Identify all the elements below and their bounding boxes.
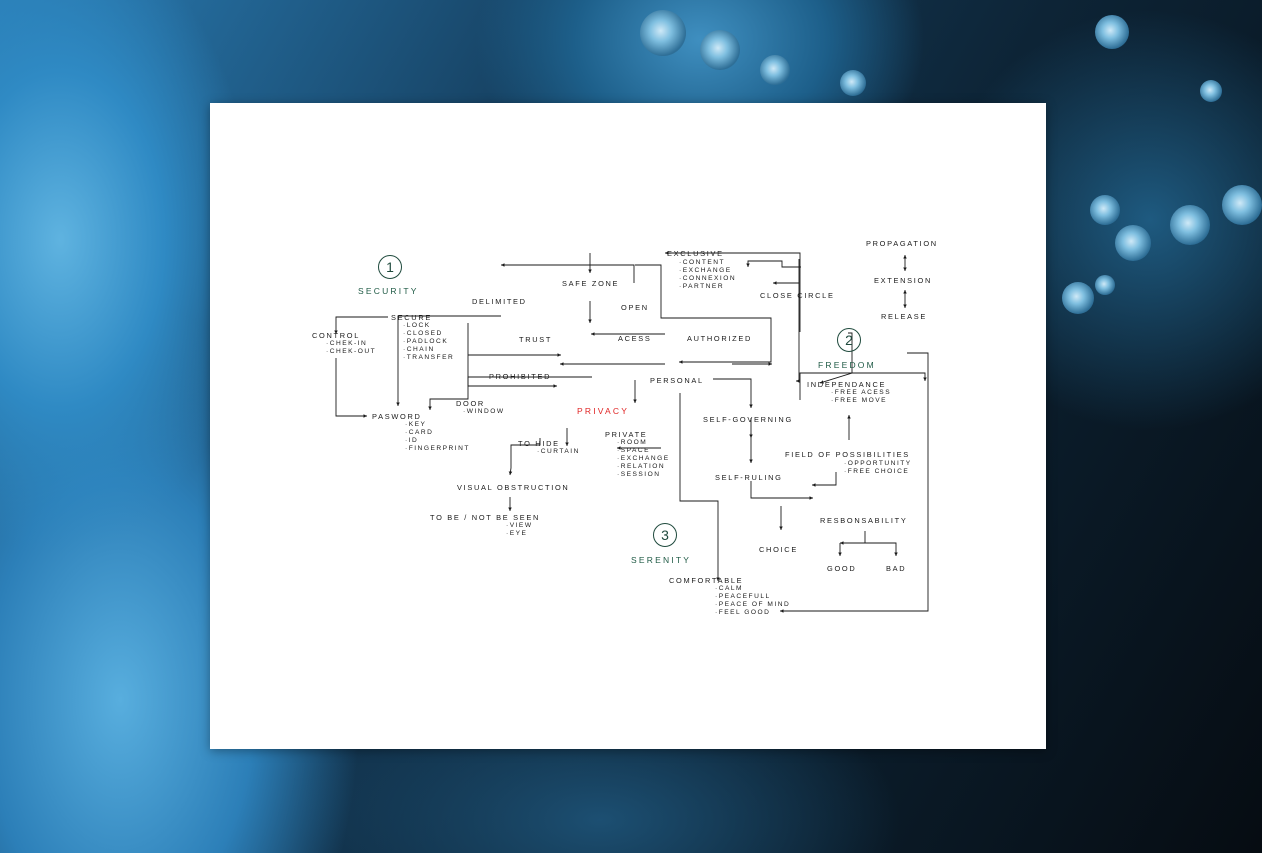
privacy-label: PRIVACY <box>577 406 630 416</box>
background-bubble <box>1115 225 1151 261</box>
node-field-of-possibilities: FIELD OF POSSIBILITIES <box>785 450 910 459</box>
node-acess: ACESS <box>618 334 652 343</box>
node-bad: BAD <box>886 564 907 573</box>
arrows <box>334 251 929 613</box>
node-exclusive-sub: ·CONTENT ·EXCHANGE ·CONNEXION ·PARTNER <box>679 259 737 290</box>
freedom-label: FREEDOM <box>818 360 876 370</box>
node-personal: PERSONAL <box>650 376 704 385</box>
background-bubble <box>1222 185 1262 225</box>
diagram-sheet: 1 SECURITY 2 FREEDOM 3 SERENITY PRIVACY … <box>210 103 1046 749</box>
node-prohibited: PROHIBITED <box>489 372 552 381</box>
background-bubble <box>640 10 686 56</box>
node-responsability: RESBONSABILITY <box>820 516 908 525</box>
node-comfortable: COMFORTABLE <box>669 576 744 585</box>
node-extension: EXTENSION <box>874 276 933 285</box>
node-self-governing: SELF-GOVERNING <box>703 415 793 424</box>
background-bubble <box>1170 205 1210 245</box>
node-secure-sub: ·LOCK ·CLOSED ·PADLOCK ·CHAIN ·TRANSFER <box>403 322 455 361</box>
node-to-hide-sub: ·CURTAIN <box>537 448 580 455</box>
connector-lines <box>334 251 929 613</box>
background-bubble <box>1095 275 1115 295</box>
node-open: OPEN <box>621 303 649 312</box>
node-choice: CHOICE <box>759 545 798 554</box>
node-propagation: PROPAGATION <box>866 239 938 248</box>
background-bubble <box>1090 195 1120 225</box>
node-close-circle: CLOSE CIRCLE <box>760 291 835 300</box>
node-to-be-sub: ·VIEW ·EYE <box>506 522 533 537</box>
node-release: RELEASE <box>881 312 927 321</box>
node-self-ruling: SELF-RULING <box>715 473 783 482</box>
node-door: DOOR <box>456 399 485 408</box>
background-bubble <box>1095 15 1129 49</box>
node-visual-obstruction: VISUAL OBSTRUCTION <box>457 483 570 492</box>
node-exclusive: EXCLUSIVE <box>667 249 724 258</box>
section-number-3: 3 <box>653 523 677 547</box>
node-independance: INDEPENDANCE <box>807 380 887 389</box>
node-comfortable-sub: ·CALM ·PEACEFULL ·PEACE OF MIND ·FEEL GO… <box>715 585 791 616</box>
section-number-2: 2 <box>837 328 861 352</box>
node-control: CONTROL <box>312 331 361 340</box>
node-independance-sub: ·FREE ACESS ·FREE MOVE <box>831 389 892 404</box>
node-private-sub: ·ROOM ·SPACE ·EXCHANGE ·RELATION ·SESSIO… <box>617 439 670 478</box>
section-number-1: 1 <box>378 255 402 279</box>
node-good: GOOD <box>827 564 857 573</box>
node-pasword: PASWORD <box>372 412 422 421</box>
node-door-sub: ·WINDOW <box>463 408 505 415</box>
node-control-sub: ·CHEK-IN ·CHEK-OUT <box>326 340 377 355</box>
node-authorized: AUTHORIZED <box>687 334 753 343</box>
node-field-sub: ·OPPORTUNITY ·FREE CHOICE <box>844 460 912 475</box>
serenity-label: SERENITY <box>631 555 692 565</box>
security-label: SECURITY <box>358 286 419 296</box>
node-to-hide: TO HIDE <box>518 439 560 448</box>
node-private: PRIVATE <box>605 430 648 439</box>
background-bubble <box>700 30 740 70</box>
node-to-be-not-be-seen: TO BE / NOT BE SEEN <box>430 513 541 522</box>
background-bubble <box>1200 80 1222 102</box>
node-pasword-sub: ·KEY ·CARD ·ID ·FINGERPRINT <box>405 421 470 452</box>
node-safe-zone: SAFE ZONE <box>562 279 620 288</box>
node-trust: TRUST <box>519 335 553 344</box>
background-bubble <box>760 55 790 85</box>
background-bubble <box>1062 282 1094 314</box>
background-bubble <box>840 70 866 96</box>
node-delimited: DELIMITED <box>472 297 527 306</box>
node-secure: SECURE <box>391 313 433 322</box>
